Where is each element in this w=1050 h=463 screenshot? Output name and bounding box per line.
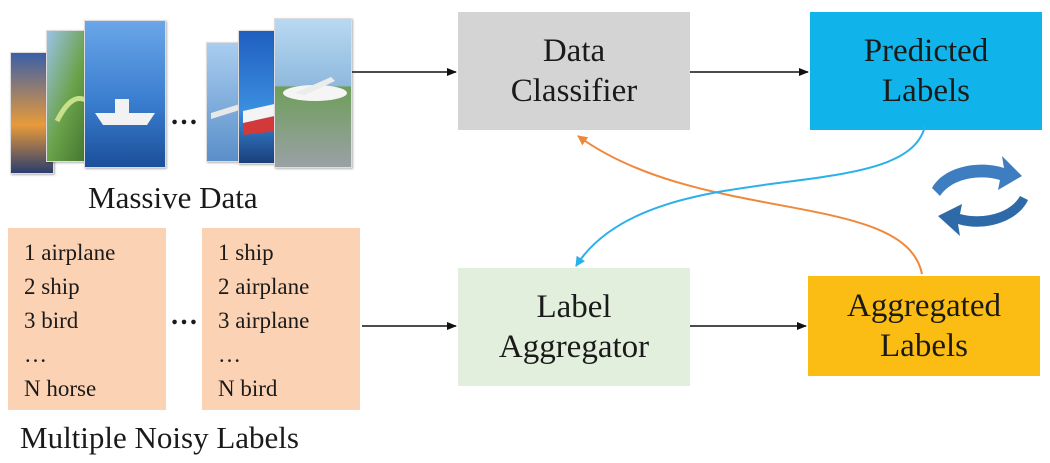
label-line: … [24,342,47,367]
photo-ship [84,20,166,168]
images-ellipsis: … [170,100,199,131]
data-classifier-line2: Classifier [510,73,638,109]
label-aggregator-line1: Label [536,289,612,325]
refresh-cycle-icon [932,156,1028,236]
predicted-labels-box: Predicted Labels [810,12,1042,130]
aggregated-labels-box: Aggregated Labels [808,276,1040,376]
label-line: 1 ship [218,240,274,265]
label-line: 3 bird [24,308,79,333]
predicted-labels-line1: Predicted [863,33,989,69]
label-set-1: 1 airplane 2 ship 3 bird … N horse [8,228,166,410]
images-caption: Massive Data [88,180,258,215]
feedback-arrow-predicted-to-aggregator [575,125,926,267]
label-line: 2 airplane [218,274,310,299]
label-set-2: 1 ship 2 airplane 3 airplane … N bird [202,228,360,410]
feedback-arrow-aggregated-to-classifier [577,135,923,275]
label-line: 1 airplane [24,240,116,265]
labels-caption: Multiple Noisy Labels [20,420,299,455]
label-line: N bird [218,376,278,401]
label-aggregator-box: Label Aggregator [458,268,690,386]
label-line: … [218,342,241,367]
label-line: N horse [24,376,97,401]
aggregated-labels-line2: Labels [880,328,968,364]
aggregated-labels-line1: Aggregated [847,288,1001,324]
label-line: 3 airplane [218,308,310,333]
label-line: 2 ship [24,274,80,299]
data-classifier-box: Data Classifier [458,12,690,130]
predicted-labels-line2: Labels [882,73,970,109]
photo-airplane-ground [274,18,352,168]
label-aggregator-line2: Aggregator [498,329,650,365]
labels-ellipsis: … [170,300,199,331]
data-classifier-line1: Data [542,33,606,69]
